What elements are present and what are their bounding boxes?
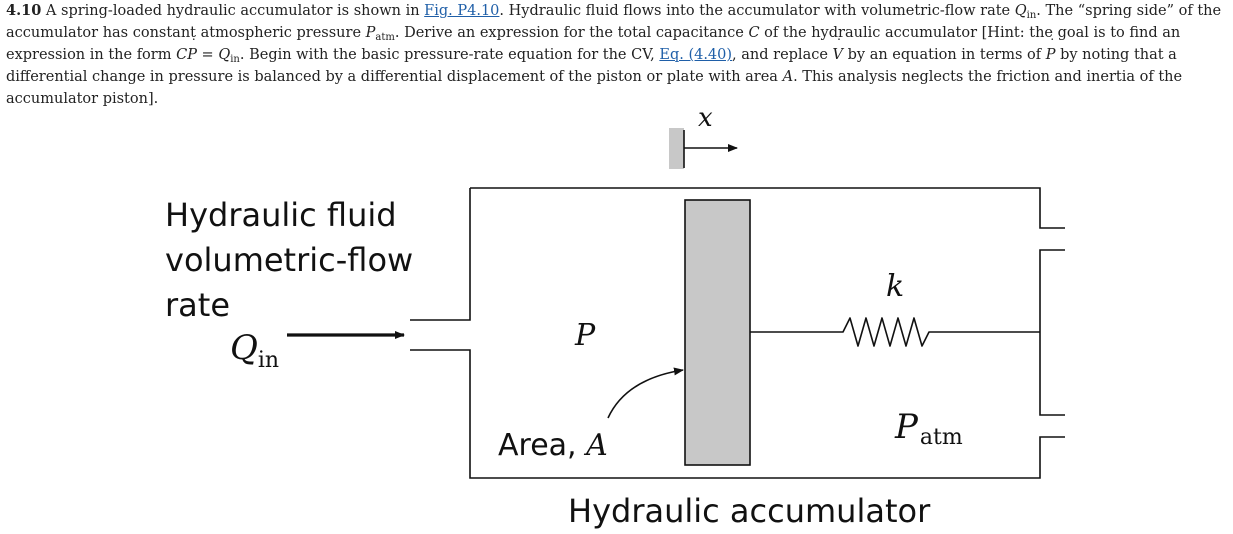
area-pointer-arrow — [607, 367, 684, 419]
figure-caption: Hydraulic accumulator — [568, 492, 931, 530]
problem-text-4: . Derive an expression for the total cap… — [394, 25, 749, 41]
problem-text-5: of the hydraulic accumulator [Hint: the … — [6, 25, 1181, 63]
p-subscript: atm — [375, 32, 395, 43]
area-symbol: A — [583, 428, 608, 463]
flow-rate-label: Qin — [230, 328, 279, 373]
problem-text-1: A spring-loaded hydraulic accumulator is… — [41, 3, 425, 19]
area-text: Area, — [498, 428, 586, 463]
flow-rate-symbol: Q — [230, 328, 258, 368]
pressure-label: P — [574, 318, 596, 353]
eq-q-subscript: in — [230, 54, 240, 65]
vdot-symbol: V — [833, 34, 843, 66]
patm-subscript: atm — [920, 425, 963, 450]
fluid-label-line-2: volumetric-flow — [165, 241, 413, 279]
figure-link[interactable]: Fig. P4.10 — [424, 3, 500, 19]
flow-rate-subscript: in — [258, 348, 279, 373]
eq-equals: = — [196, 47, 219, 63]
problem-text-2: . Hydraulic fluid flows into the accumul… — [499, 3, 1015, 19]
piston-plate — [684, 199, 751, 466]
reference-wall — [669, 128, 684, 169]
q-subscript: in — [1026, 10, 1037, 21]
spring — [750, 317, 1040, 347]
eq-c-symbol: C — [176, 47, 188, 63]
problem-text-7: , and replace — [732, 47, 833, 63]
patm-symbol: P — [894, 407, 919, 447]
problem-number: 4.10 — [6, 2, 42, 19]
problem-text-8: by an equation in terms of — [843, 47, 1046, 63]
atmospheric-pressure-label: Patm — [894, 407, 963, 450]
fluid-label-line-3: rate — [165, 286, 230, 324]
equation-link[interactable]: Eq. (4.40) — [659, 47, 733, 63]
spring-constant-label: k — [886, 269, 904, 304]
problem-text-10: . This analysis neglects the friction an… — [6, 69, 1183, 107]
problem-text-9: by noting that a differential change in … — [6, 47, 1177, 85]
problem-text-6: . Begin with the basic pressure-rate equ… — [239, 47, 660, 63]
a-symbol: A — [782, 69, 794, 85]
area-label: Area, A — [498, 428, 608, 463]
pdot-symbol: P — [1046, 34, 1056, 66]
problem-text-3: . The “spring side” of the accumulator h… — [6, 3, 1222, 41]
fluid-label-line-1: Hydraulic fluid — [165, 196, 397, 234]
eq-pdot-symbol: P — [187, 34, 197, 66]
p-symbol: P — [365, 25, 376, 41]
q-symbol: Q — [1014, 3, 1027, 19]
eq-q-symbol: Q — [218, 47, 231, 63]
x-label: x — [698, 103, 713, 133]
c-symbol: C — [748, 25, 760, 41]
problem-statement: 4.10 A spring-loaded hydraulic accumulat… — [6, 0, 1228, 110]
